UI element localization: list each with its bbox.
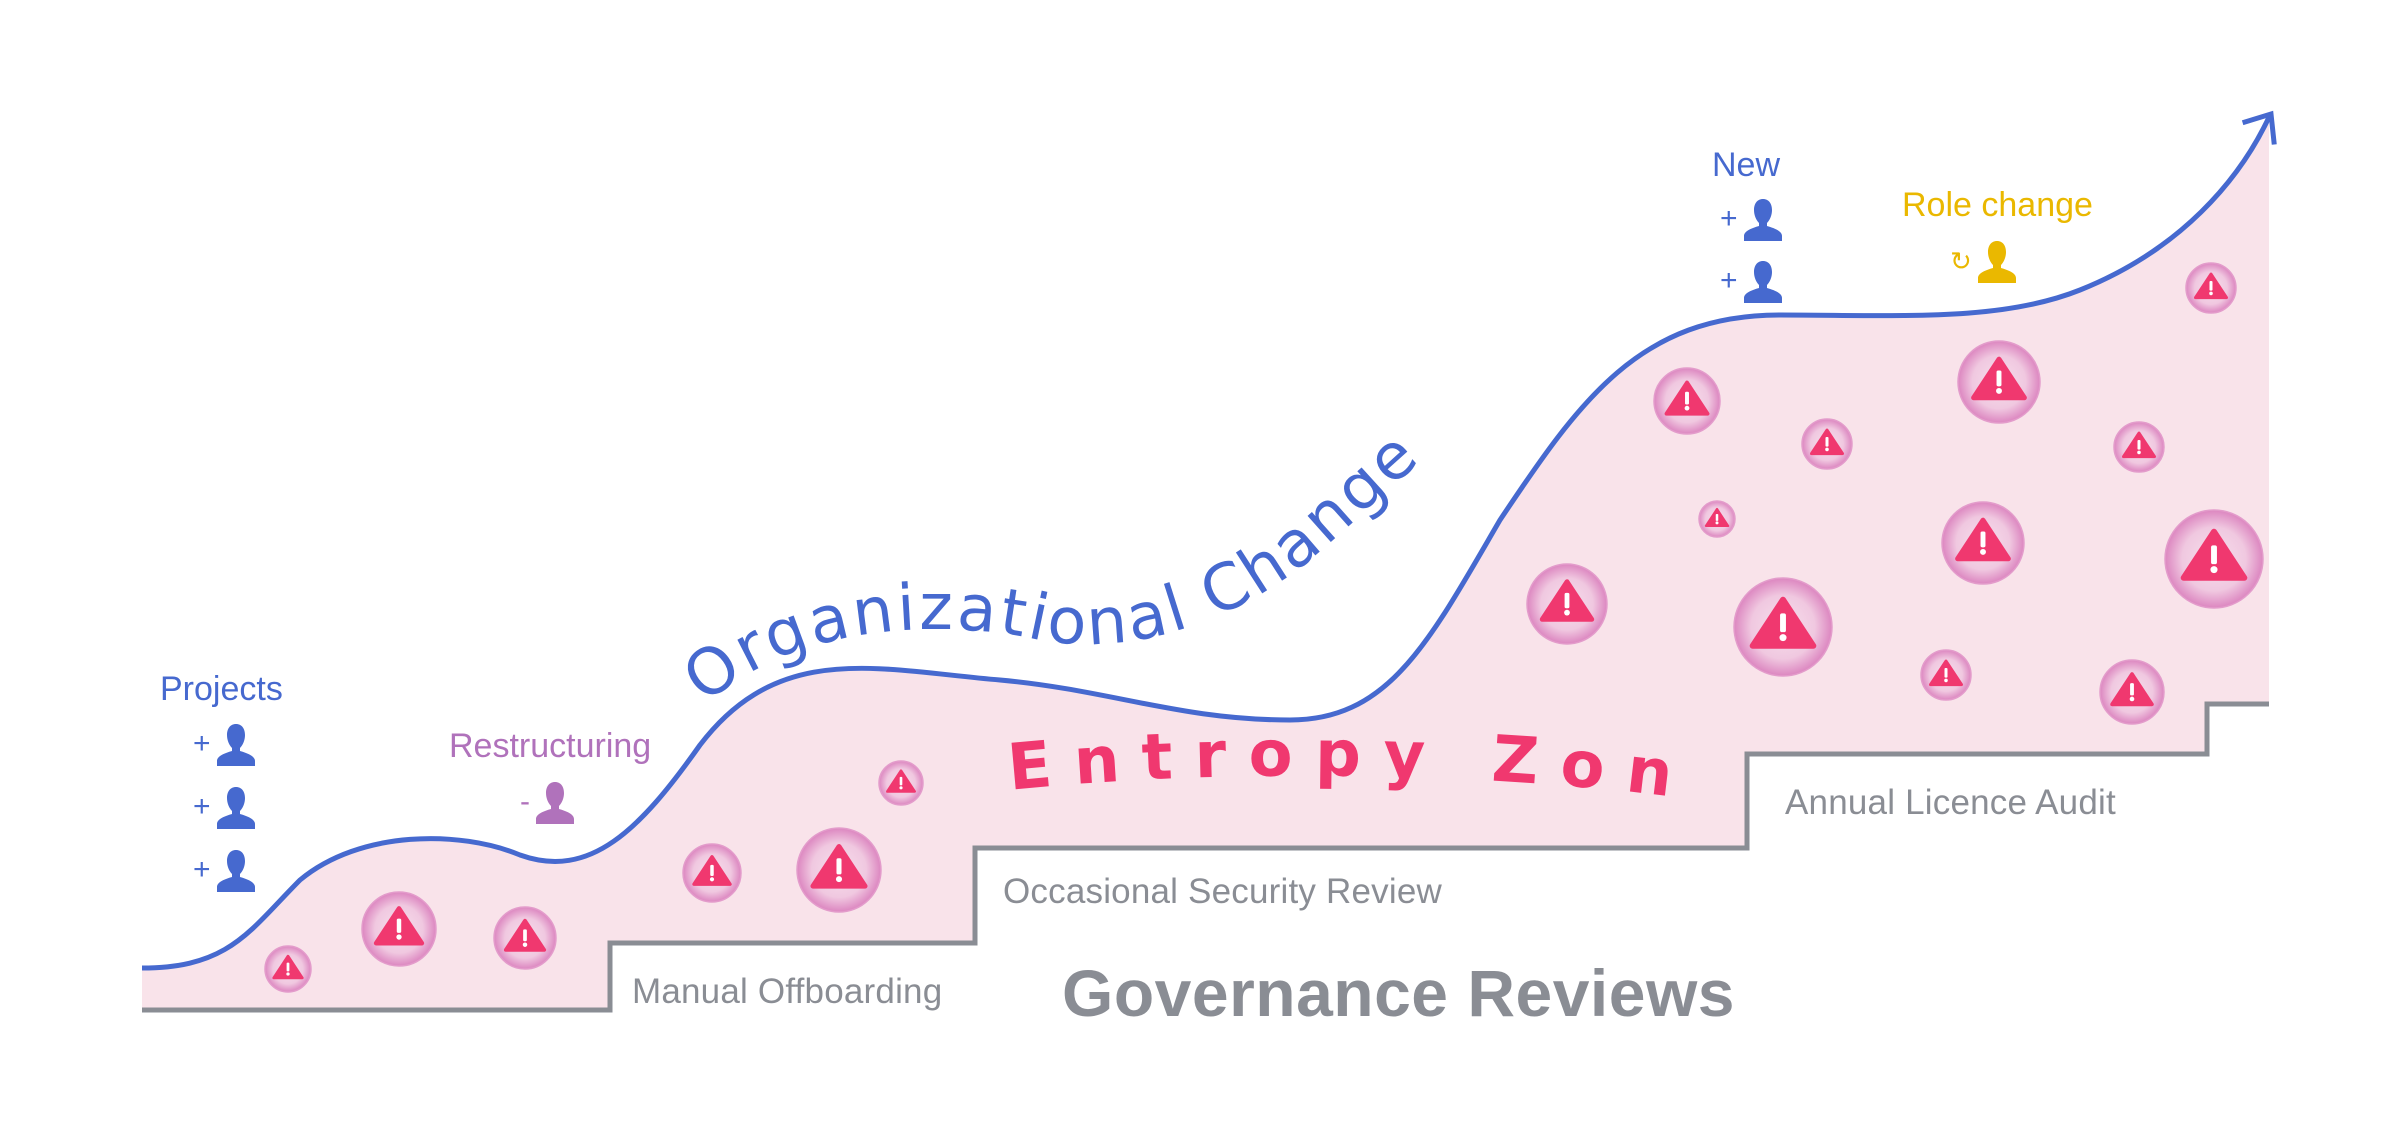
risk-bubble: [1698, 500, 1736, 538]
person-role-change-icon: [1977, 241, 2016, 283]
person-add-icon: [216, 850, 255, 892]
person-role-change-row: ↻: [1950, 239, 2018, 283]
risk-bubble: [1653, 367, 1721, 435]
risk-bubble: [1957, 340, 2041, 424]
plus-sign: +: [1720, 202, 1738, 235]
risk-bubble: [2164, 509, 2264, 609]
person-add-icon: [1743, 199, 1782, 241]
person-remove-icon: [536, 782, 574, 824]
minus-sign: -: [520, 785, 530, 818]
risk-bubble: [361, 891, 437, 967]
risk-bubble: [878, 760, 924, 806]
event-label-projects: Projects: [160, 670, 283, 708]
event-label-role-change: Role change: [1902, 186, 2093, 224]
plus-sign: +: [193, 853, 211, 886]
step-label-security-review: Occasional Security Review: [1003, 872, 1442, 911]
person-add-row: +: [193, 785, 257, 829]
person-add-row: +: [193, 722, 257, 766]
risk-bubbles: [264, 262, 2264, 993]
person-add-icon: [216, 787, 255, 829]
risk-bubble: [2113, 421, 2165, 473]
swap-arrows-icon: ↻: [1950, 246, 1972, 276]
governance-steps-line: [142, 701, 2269, 1013]
person-add-icon: [1743, 261, 1782, 303]
risk-bubble: [264, 945, 312, 993]
risk-bubble: [796, 827, 882, 913]
curve-label: Organizational Change: [670, 416, 1433, 717]
plus-sign: +: [1720, 264, 1738, 297]
risk-bubble: [1801, 418, 1853, 470]
step-label-licence-audit: Annual Licence Audit: [1785, 783, 2116, 822]
risk-bubble: [2185, 262, 2237, 314]
entropy-zone-fill: [142, 118, 2269, 1010]
step-label-manual-offboarding: Manual Offboarding: [632, 972, 943, 1011]
risk-bubble: [1526, 563, 1608, 645]
person-add-icon: [216, 724, 255, 766]
person-add-row: +: [1720, 197, 1784, 241]
person-remove-row: -: [520, 780, 576, 824]
diagram-title: Governance Reviews: [1062, 956, 1735, 1030]
risk-bubble: [2099, 659, 2165, 725]
risk-bubble: [1733, 577, 1833, 677]
risk-bubble: [1920, 649, 1972, 701]
risk-bubble: [1941, 501, 2025, 585]
arrow-head-icon: [2241, 110, 2277, 145]
plus-sign: +: [193, 727, 211, 760]
event-label-new: New: [1712, 146, 1781, 184]
risk-bubble: [493, 906, 557, 970]
person-add-row: +: [1720, 259, 1784, 303]
plus-sign: +: [193, 790, 211, 823]
event-label-restructuring: Restructuring: [449, 727, 652, 765]
person-add-row: +: [193, 848, 257, 892]
risk-bubble: [682, 843, 742, 903]
